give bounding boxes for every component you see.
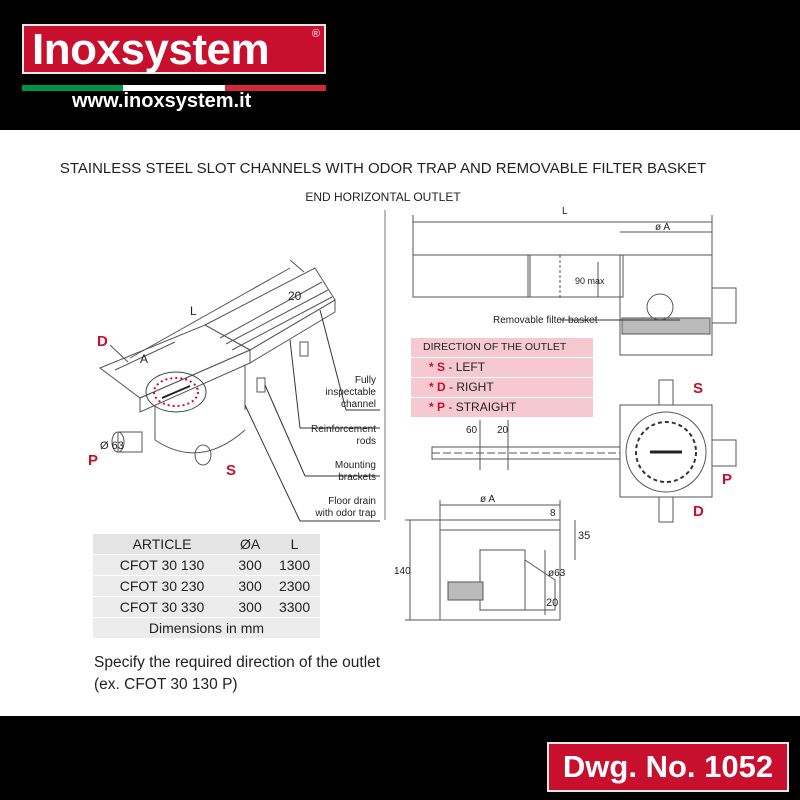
outlet-option-left: * S - LEFT: [411, 358, 593, 377]
direction-letter-D: D: [97, 333, 108, 350]
callout-mounting: Mounting brackets: [334, 460, 376, 483]
section-dim-20: 20: [546, 597, 559, 609]
iso-dim-L: L: [190, 304, 197, 318]
elev-dim-L: L: [562, 206, 568, 217]
table-units-note: Dimensions in mm: [93, 617, 320, 639]
callout-leaders: [244, 309, 380, 522]
italian-flag-stripe: [22, 78, 326, 91]
ordering-note-line2: (ex. CFOT 30 130 P): [94, 676, 238, 693]
outlet-direction-heading: DIRECTION OF THE OUTLET: [411, 338, 593, 357]
plan-dim-20: 20: [497, 425, 509, 436]
outlet-direction-box: DIRECTION OF THE OUTLET * S - LEFT * D -…: [411, 338, 593, 417]
iso-dim-d63: Ø 63: [100, 440, 124, 452]
elev-dim-90: 90 max: [575, 276, 605, 286]
plan-letter-P: P: [722, 471, 733, 488]
drawing-number-badge: Dwg. No. 1052: [547, 742, 789, 792]
section-view: [405, 500, 576, 621]
elev-dim-A: ø A: [655, 222, 671, 233]
ordering-note: Specify the required direction of the ou…: [94, 652, 380, 696]
callout-filter-basket: Removable filter basket: [493, 315, 598, 326]
plan-view: [431, 379, 737, 523]
iso-channel: [98, 259, 336, 466]
callout-floor-drain: Floor drain with odor trap: [315, 496, 376, 519]
outlet-option-straight: * P - STRAIGHT: [411, 398, 593, 417]
section-dim-140: 140: [394, 566, 411, 577]
brand-logo[interactable]: Inoxsystem ®: [22, 24, 326, 74]
header-bar: Inoxsystem ® www.inoxsystem.it: [0, 0, 800, 130]
direction-letter-P: P: [88, 452, 99, 469]
table-header-row: ARTICLE ØA L: [93, 534, 320, 555]
callout-fully-inspectable: Fully inspectable channel: [325, 375, 376, 410]
iso-dim-20: 20: [288, 289, 302, 303]
website-link[interactable]: www.inoxsystem.it: [72, 90, 252, 112]
drawing-subtitle: END HORIZONTAL OUTLET: [305, 190, 461, 204]
callout-reinforcement: Reinforcement rods: [310, 424, 376, 447]
ordering-note-line1: Specify the required direction of the ou…: [94, 654, 381, 671]
iso-dim-A: A: [140, 352, 149, 366]
col-length: L: [269, 534, 320, 555]
col-article: ARTICLE: [93, 534, 232, 555]
registered-mark: ®: [311, 28, 320, 40]
section-dim-A: ø A: [480, 494, 496, 505]
logo-text: Inoxsystem: [32, 25, 270, 74]
col-diameter-a: ØA: [231, 534, 270, 555]
direction-letter-S: S: [226, 462, 237, 479]
drawing-title: STAINLESS STEEL SLOT CHANNELS WITH ODOR …: [59, 160, 707, 177]
outlet-option-right: * D - RIGHT: [411, 378, 593, 397]
plan-letter-S: S: [693, 380, 704, 397]
plan-letter-D: D: [693, 503, 704, 520]
section-dim-8: 8: [550, 508, 556, 519]
section-dim-63: ø63: [548, 568, 566, 579]
plan-dim-60: 60: [466, 425, 478, 436]
elevation-view: [412, 215, 737, 356]
section-dim-35: 35: [578, 530, 591, 542]
table-footer-row: Dimensions in mm: [93, 617, 320, 639]
